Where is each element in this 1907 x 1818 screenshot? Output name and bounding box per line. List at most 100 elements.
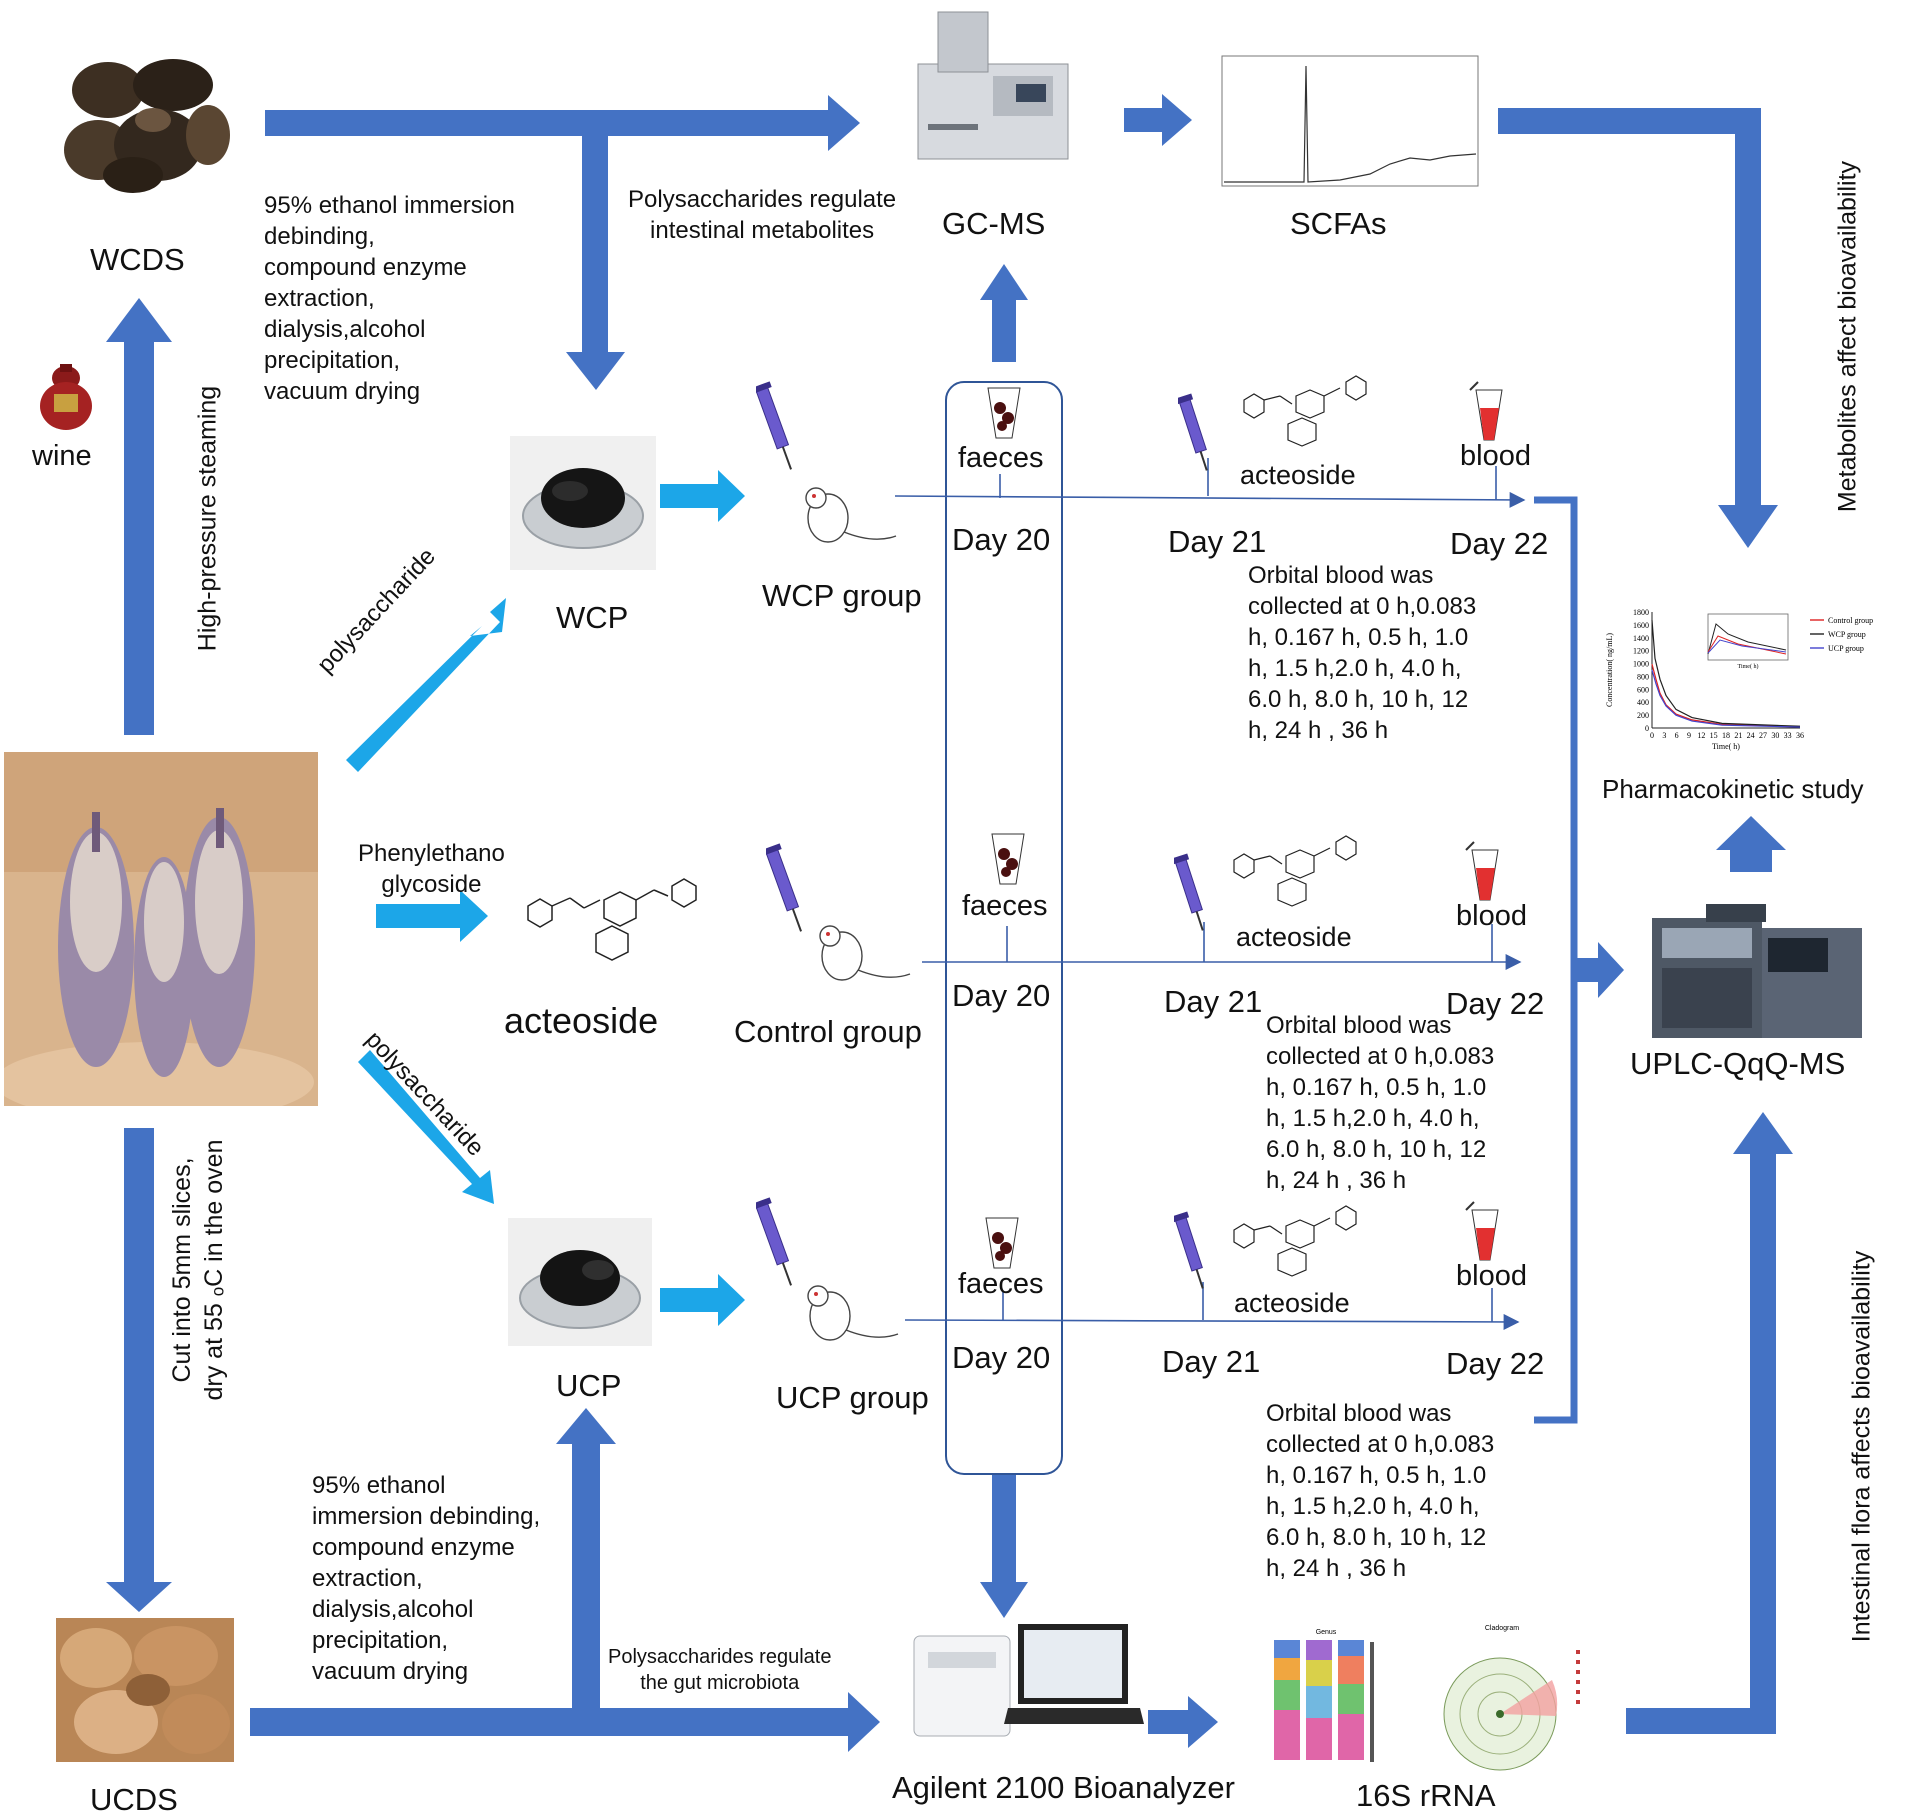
syringe-icon bbox=[756, 1197, 792, 1286]
ucp-label: UCP bbox=[556, 1368, 622, 1403]
day22-label: Day 22 bbox=[1450, 526, 1549, 561]
gcms-label: GC-MS bbox=[942, 206, 1046, 241]
acteoside-label: acteoside bbox=[1240, 460, 1356, 490]
cistanche-plant-image bbox=[4, 752, 318, 1106]
arrow-plant-to-wcds bbox=[106, 298, 172, 735]
pk-y-tick: 0 bbox=[1645, 724, 1649, 733]
pk-x-tick: 21 bbox=[1734, 731, 1742, 740]
pk-legend-entry: WCP group bbox=[1828, 630, 1866, 639]
acteoside-label: acteoside bbox=[1234, 1288, 1350, 1318]
16s-cladogram: Cladogram bbox=[1443, 1625, 1580, 1771]
pk-x-tick: 15 bbox=[1710, 731, 1718, 740]
day21-label: Day 21 bbox=[1168, 524, 1267, 559]
pk-x-tick: 33 bbox=[1784, 731, 1792, 740]
wcp-group-label: WCP group bbox=[762, 578, 922, 613]
flora-bioavailability-label: Intestinal flora affects bioavailability bbox=[1847, 1250, 1876, 1643]
day20-label: Day 20 bbox=[952, 1340, 1051, 1375]
uplc-instrument-image bbox=[1652, 904, 1862, 1038]
faeces-label: faeces bbox=[962, 890, 1048, 922]
pk-x-tick: 0 bbox=[1650, 731, 1654, 740]
metabolites-bioavailability-label: Metabolites affect bioavailability bbox=[1833, 160, 1862, 513]
pk-y-tick: 1800 bbox=[1633, 608, 1649, 617]
blood-label: blood bbox=[1456, 1260, 1527, 1292]
pk-y-tick: 800 bbox=[1637, 672, 1649, 681]
wine-jar-image bbox=[40, 364, 92, 430]
ucp-group-label: UCP group bbox=[776, 1380, 929, 1415]
pk-inset-line bbox=[1707, 623, 1787, 655]
wine-label: wine bbox=[32, 440, 92, 472]
day20-label: Day 20 bbox=[952, 522, 1051, 557]
pk-x-tick: 3 bbox=[1662, 731, 1666, 740]
arrow-wcds-to-gcms bbox=[265, 95, 860, 390]
uplc-label: UPLC-QqQ-MS bbox=[1630, 1046, 1846, 1081]
pk-series-line bbox=[1651, 664, 1801, 728]
arrow-scfas-to-pk bbox=[1498, 108, 1778, 548]
faeces-tube-icon bbox=[985, 1217, 1019, 1269]
acteoside-structure-2 bbox=[1233, 835, 1357, 907]
genus-title: Genus bbox=[1316, 1629, 1337, 1636]
faeces-tube-icon bbox=[987, 387, 1021, 439]
arrow-ucds-to-bioanalyzer bbox=[250, 1408, 880, 1752]
day22-label: Day 22 bbox=[1446, 986, 1545, 1021]
pk-y-tick: 200 bbox=[1637, 711, 1649, 720]
wcds-label: WCDS bbox=[90, 242, 185, 277]
faeces-label: faeces bbox=[958, 442, 1044, 474]
pk-x-tick: 30 bbox=[1771, 731, 1779, 740]
blood-tube-icon bbox=[1469, 381, 1503, 441]
pk-series-line bbox=[1651, 620, 1801, 727]
blood-tube-icon bbox=[1465, 841, 1499, 901]
acteoside-main-label: acteoside bbox=[504, 1000, 659, 1041]
high-pressure-steaming-label: High-pressure steaming bbox=[193, 385, 222, 652]
pk-x-label: Time( h) bbox=[1712, 742, 1740, 751]
rat-icon bbox=[819, 925, 911, 981]
pk-y-tick: 1400 bbox=[1633, 634, 1649, 643]
syringe-icon bbox=[756, 381, 792, 470]
arrow-uplc-to-pk bbox=[1716, 816, 1786, 872]
orbital-blood-text: Orbital blood was collected at 0 h,0.083… bbox=[1248, 562, 1477, 744]
16s-genus-barplot: Genus bbox=[1274, 1629, 1374, 1762]
pk-x-tick: 9 bbox=[1687, 731, 1691, 740]
microbiota-annotation: Polysaccharides regulate the gut microbi… bbox=[608, 1646, 832, 1694]
blood-label: blood bbox=[1456, 900, 1527, 932]
arrow-faeces-to-gcms bbox=[980, 264, 1028, 362]
arrow-plant-to-ucds bbox=[106, 1128, 172, 1612]
ucds-image bbox=[56, 1618, 234, 1762]
pk-y-label: Concentration( ng/mL) bbox=[1605, 633, 1614, 707]
control-group-label: Control group bbox=[734, 1014, 922, 1049]
faeces-label: faeces bbox=[958, 1268, 1044, 1300]
pk-x-tick: 27 bbox=[1759, 731, 1767, 740]
pk-x-tick: 18 bbox=[1722, 731, 1730, 740]
pk-y-tick: 600 bbox=[1637, 685, 1649, 694]
syringe-icon bbox=[1174, 853, 1204, 931]
bracket-to-uplc bbox=[1534, 496, 1578, 1424]
cut-dry-label: Cut into 5mm slices, dry at 55 ₒC in the… bbox=[168, 1139, 228, 1401]
orbital-blood-text: Orbital blood was collected at 0 h,0.083… bbox=[1266, 1400, 1495, 1582]
ucds-label: UCDS bbox=[90, 1782, 178, 1817]
arrow-bracket-to-uplc bbox=[1574, 942, 1624, 998]
wcp-label: WCP bbox=[556, 600, 629, 635]
metabolites-annotation: Polysaccharides regulate intestinal meta… bbox=[628, 186, 897, 244]
acteoside-structure-1 bbox=[1243, 375, 1367, 447]
pk-legend-entry: Control group bbox=[1828, 616, 1873, 625]
wcp-dish-image bbox=[510, 436, 656, 570]
faeces-capsule bbox=[945, 381, 1063, 1475]
wcds-image bbox=[58, 50, 234, 198]
pk-x-tick: 12 bbox=[1697, 731, 1705, 740]
blood-label: blood bbox=[1460, 440, 1531, 472]
bioanalyzer-image bbox=[913, 1624, 1144, 1737]
blood-tube-icon bbox=[1465, 1201, 1499, 1261]
pk-x-tick: 6 bbox=[1675, 731, 1679, 740]
acteoside-structure-main bbox=[527, 878, 697, 961]
acteoside-structure-3 bbox=[1233, 1205, 1357, 1277]
pk-x-tick: 36 bbox=[1796, 731, 1804, 740]
day20-label: Day 20 bbox=[952, 978, 1051, 1013]
arrow-faeces-to-bioanalyzer bbox=[980, 1474, 1028, 1618]
pk-x-tick: 24 bbox=[1747, 731, 1755, 740]
syringe-icon bbox=[766, 843, 802, 932]
arrow-bioanalyzer-to-16s bbox=[1148, 1696, 1218, 1748]
pk-y-tick: 400 bbox=[1637, 698, 1649, 707]
pk-series-line bbox=[1651, 669, 1801, 728]
cladogram-title: Cladogram bbox=[1485, 1625, 1519, 1632]
